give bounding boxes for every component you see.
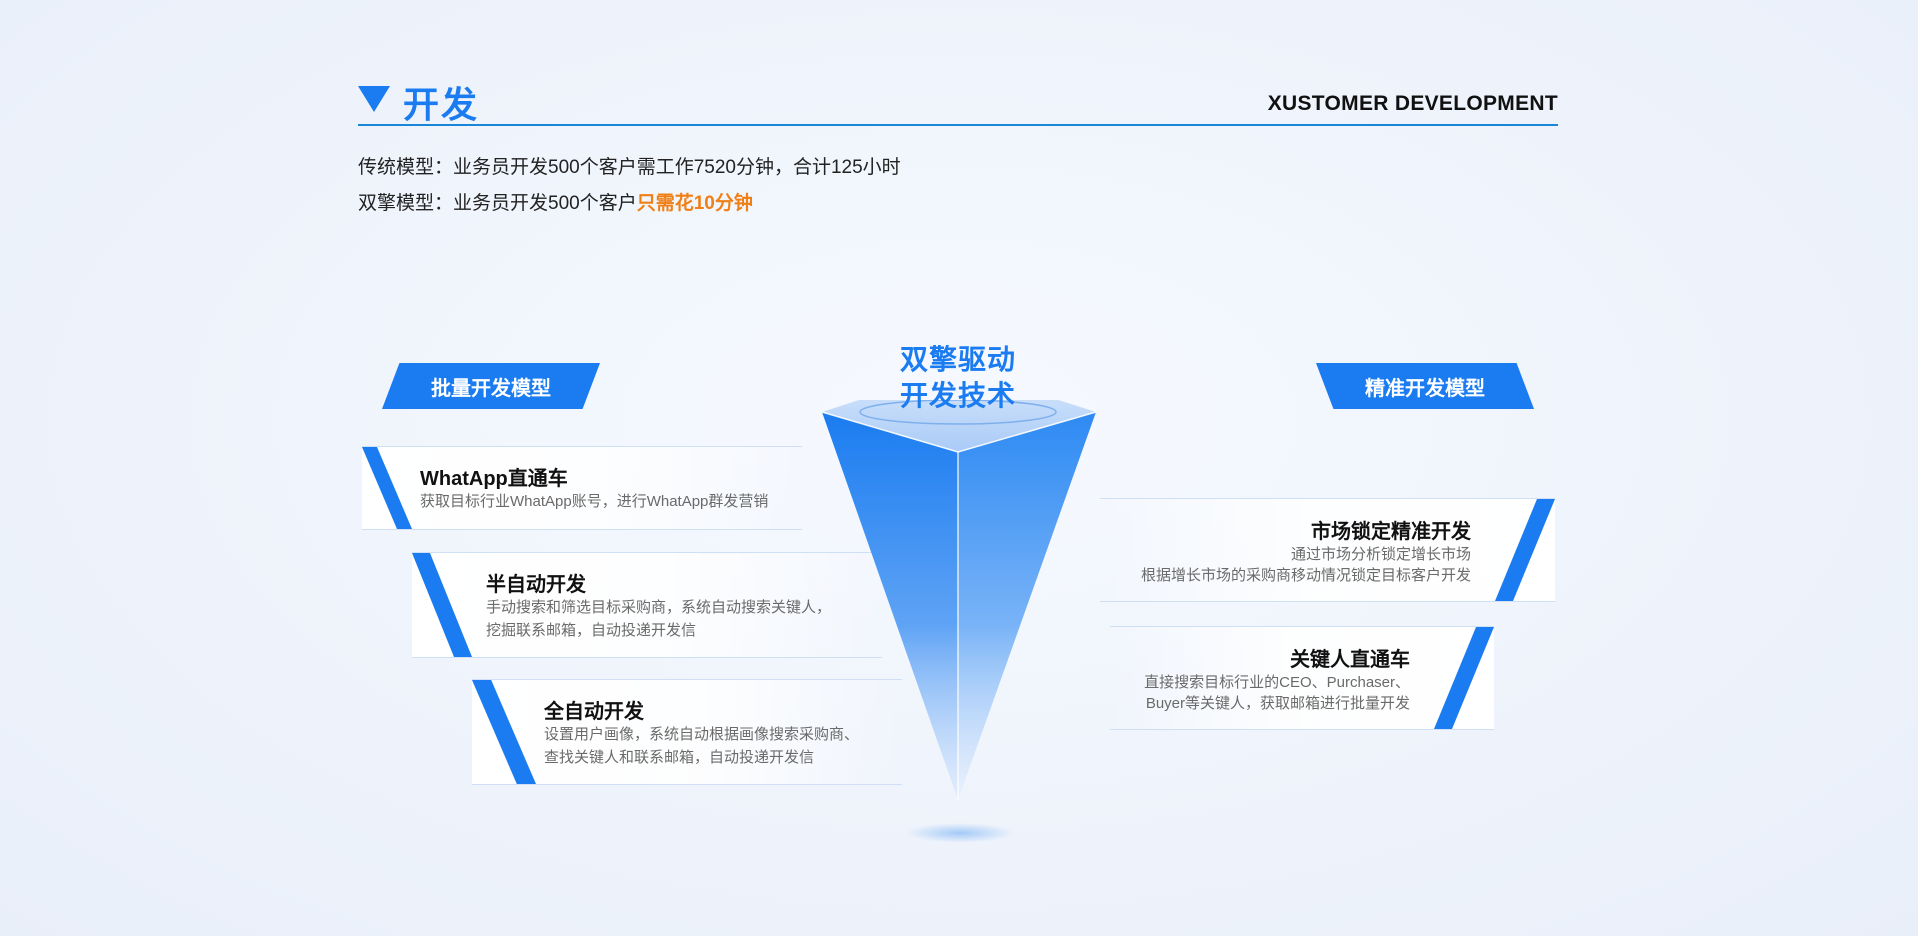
page-title: 开发: [403, 84, 480, 125]
precise-model-label: 精准开发模型: [1365, 377, 1485, 400]
header-divider: [358, 124, 1558, 126]
batch-model-label: 批量开发模型: [431, 377, 551, 400]
card-key-person: 关键人直通车 直接搜索目标行业的CEO、Purchaser、 Buyer等关键人…: [1110, 626, 1494, 730]
card-whatsapp: WhatApp直通车 获取目标行业WhatApp账号，进行WhatApp群发营销: [362, 446, 802, 530]
card-title: 半自动开发: [486, 574, 586, 596]
card-title: WhatApp直通车: [420, 468, 568, 490]
card-accent-bar: [412, 553, 472, 657]
inverted-pyramid-graphic: [821, 400, 1097, 800]
card-desc-line2: 挖掘联系邮箱，自动投递开发信: [486, 622, 697, 639]
dual-engine-prefix: 双擎模型：业务员开发500个客户: [358, 193, 637, 214]
center-title: 双擎驱动 开发技术: [878, 342, 1038, 414]
card-title: 全自动开发: [544, 701, 644, 723]
page-subtitle: XUSTOMER DEVELOPMENT: [1267, 92, 1558, 115]
center-title-line2: 开发技术: [899, 380, 1016, 411]
card-title: 关键人直通车: [1290, 649, 1410, 671]
card-title: 市场锁定精准开发: [1311, 521, 1471, 543]
card-desc-line2: 查找关键人和联系邮箱，自动投递开发信: [544, 749, 815, 766]
card-desc-line2: Buyer等关键人，获取邮箱进行批量开发: [1145, 695, 1410, 712]
center-title-line1: 双擎驱动: [899, 344, 1016, 375]
card-full-auto: 全自动开发 设置用户画像，系统自动根据画像搜索采购商、 查找关键人和联系邮箱，自…: [472, 679, 902, 785]
pyramid-shadow: [905, 823, 1015, 843]
card-desc: 获取目标行业WhatApp账号，进行WhatApp群发营销: [420, 493, 769, 510]
card-desc-line1: 手动搜索和筛选目标采购商，系统自动搜索关键人，: [486, 599, 832, 616]
card-desc-line1: 设置用户画像，系统自动根据画像搜索采购商、: [544, 726, 860, 743]
card-accent-bar: [1434, 627, 1494, 729]
dual-engine-model-text: 双擎模型：业务员开发500个客户只需花10分钟: [358, 188, 753, 215]
card-accent-bar: [1495, 499, 1555, 601]
card-desc-line1: 直接搜索目标行业的CEO、Purchaser、: [1144, 674, 1410, 691]
card-desc-line2: 根据增长市场的采购商移动情况锁定目标客户开发: [1140, 567, 1471, 584]
pyramid-top-ring: [859, 400, 1057, 425]
pyramid-right-face: [958, 412, 1096, 800]
card-desc-line1: 通过市场分析锁定增长市场: [1290, 546, 1471, 563]
triangle-marker-icon: [358, 86, 390, 112]
pyramid-top-face: [822, 400, 1096, 452]
traditional-model-text: 传统模型：业务员开发500个客户需工作7520分钟，合计125小时: [358, 157, 901, 178]
card-market-lock: 市场锁定精准开发 通过市场分析锁定增长市场 根据增长市场的采购商移动情况锁定目标…: [1100, 498, 1555, 602]
pyramid-rim: [821, 411, 1097, 453]
card-accent-bar: [362, 447, 412, 529]
precise-model-tag: 精准开发模型: [1316, 363, 1534, 409]
card-semi-auto: 半自动开发 手动搜索和筛选目标采购商，系统自动搜索关键人， 挖掘联系邮箱，自动投…: [412, 552, 882, 658]
dual-engine-highlight: 只需花10分钟: [636, 193, 753, 214]
card-accent-bar: [472, 680, 536, 784]
batch-model-tag: 批量开发模型: [382, 363, 600, 409]
pyramid-left-face: [822, 412, 958, 800]
